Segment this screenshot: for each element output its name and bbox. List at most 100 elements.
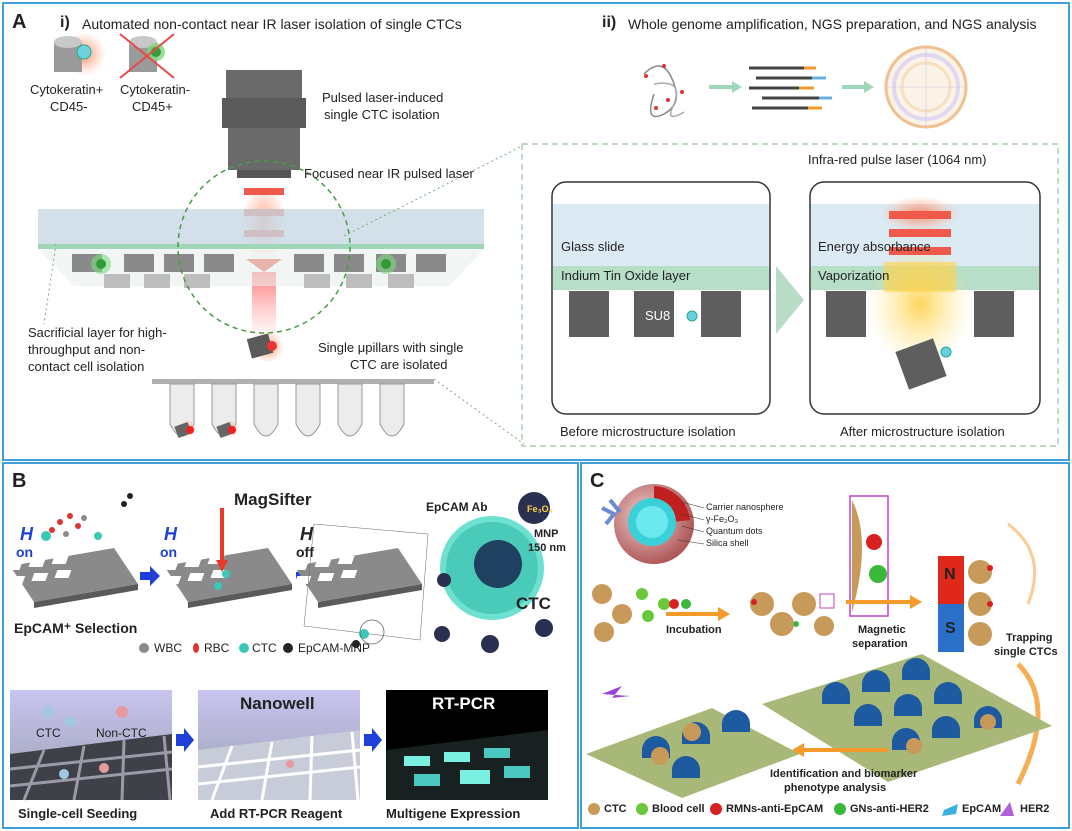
legend-wbc-dot: [139, 643, 149, 653]
magsifter-title: MagSifter: [234, 490, 312, 509]
pulsed-laser-label-2: single CTC isolation: [324, 107, 440, 122]
legend-mnp-dot: [283, 643, 293, 653]
magnetic-label-1: Magnetic: [858, 624, 906, 636]
chevron-right-icon: [776, 266, 804, 334]
tube-rack: [152, 379, 434, 439]
gfe-label: γ-Fe₂O₃: [706, 514, 739, 524]
qd-label: Quantum dots: [706, 526, 763, 536]
ck-negative-label-1: Cytokeratin-: [120, 82, 191, 97]
circos-plot-icon: [884, 45, 968, 129]
analysis-chip: [586, 686, 800, 798]
legend-rbc: RBC: [204, 641, 230, 655]
arrow-left-icon: [792, 743, 804, 757]
magnet-n-label: N: [944, 566, 956, 583]
epcam-ab-label: EpCAM Ab: [426, 500, 488, 514]
h-field-symbol-2: H: [164, 524, 177, 544]
carrier-label: Carrier nanosphere: [706, 502, 784, 512]
panel-a: A i) Automated non-contact near IR laser…: [2, 2, 1070, 461]
nanowell-title: Nanowell: [240, 694, 315, 713]
ck-positive-label-1: Cytokeratin+: [30, 82, 104, 97]
ident-label-1: Identification and biomarker: [770, 768, 918, 780]
panel-b-letter: B: [12, 470, 27, 492]
cytokeratin-negative-cell-icon: [119, 33, 175, 79]
nanosphere-icon: [601, 484, 705, 564]
legend-gn-label: GNs-anti-HER2: [850, 803, 929, 815]
h-on-label-1: on: [16, 544, 34, 560]
focus-region-circle: [177, 160, 351, 334]
ctc-big-label: CTC: [516, 594, 551, 613]
h-on-label-2: on: [160, 544, 178, 560]
su8-label: SU8: [645, 308, 671, 323]
panel-a-graphics: [38, 32, 1059, 447]
legend-blood-icon: [636, 803, 648, 815]
magnet-s-label: S: [945, 620, 956, 637]
legend-ctc-icon: [588, 803, 600, 815]
arrow-right-icon: [718, 607, 730, 621]
panel-c-letter: C: [590, 470, 605, 492]
sacrificial-label-1: Sacrificial layer for high-: [28, 325, 167, 340]
h-off-label: off: [296, 544, 314, 560]
sequencing-reads-icon: [749, 66, 832, 110]
legend-rmn-label: RMNs-anti-EpCAM: [726, 803, 824, 815]
h-field-symbol-1: H: [20, 524, 33, 544]
fe3o4-label: Fe₃O₄: [527, 504, 553, 514]
rtpcr-title: RT-PCR: [432, 694, 496, 713]
seeding-caption: Single-cell Seeding: [18, 806, 138, 821]
panel-c: C Carrier nanosphere γ-Fe₂O₃ Quantum dot…: [580, 462, 1070, 829]
trapping-chip: [762, 654, 1052, 782]
step-i-title: Automated non-contact near IR laser isol…: [82, 16, 462, 32]
magsifter-grid-1: [5, 548, 138, 608]
legend-blood-label: Blood cell: [652, 803, 705, 815]
h-field-symbol-3: H: [300, 524, 313, 544]
magsifter-grid-3: [291, 548, 422, 608]
rtpcr-panel: [386, 690, 548, 800]
panel-c-graphics: [586, 484, 1052, 816]
after-caption: After microstructure isolation: [840, 424, 1005, 439]
legend-epcam-icon: [942, 804, 958, 816]
mnp-label-2: 150 nm: [528, 542, 566, 554]
step-ii-label: ii): [602, 14, 617, 31]
panel-b: B H on H on H off MagSifter EpCAM Ab Fe₃…: [2, 462, 579, 829]
non-ctc-label: Non-CTC: [96, 726, 147, 740]
legend-mnp: EpCAM-MNP: [298, 641, 371, 655]
before-isolation-schematic: [551, 181, 771, 415]
legend-her2-label: HER2: [1020, 803, 1050, 815]
cell-mixture: [592, 584, 670, 642]
ck-positive-label-2: CD45-: [50, 99, 88, 114]
isolated-pillar-icon: [246, 331, 284, 363]
legend-ctc: CTC: [252, 641, 277, 655]
vaporization-label: Vaporization: [818, 268, 890, 283]
ctc-small-label: CTC: [36, 726, 61, 740]
legend-rbc-dot: [193, 643, 199, 653]
mnp-label-1: MNP: [534, 528, 559, 540]
lightning-icon: [602, 686, 630, 698]
dna-fragments-icon: [643, 64, 685, 118]
multigene-caption: Multigene Expression: [386, 806, 521, 821]
nanowell-panel: [197, 690, 361, 801]
glass-slide-label: Glass slide: [561, 239, 625, 254]
magnet-icon: [938, 556, 993, 652]
magsifter-grid-2: [161, 508, 292, 608]
legend-gn-icon: [834, 803, 846, 815]
energy-label: Energy absorbance: [818, 239, 931, 254]
sacrificial-label-2: throughput and non-: [28, 342, 146, 357]
single-pillar-label-2: CTC are isolated: [350, 357, 448, 372]
arrow-right-icon: [140, 566, 160, 586]
trapping-label-2: single CTCs: [994, 646, 1058, 658]
ck-negative-label-2: CD45+: [132, 99, 173, 114]
step-ii-title: Whole genome amplification, NGS preparat…: [628, 16, 1037, 32]
blood-cells-cluster: [41, 493, 133, 541]
legend-wbc: WBC: [154, 641, 182, 655]
single-pillar-label-1: Single μpillars with single: [318, 340, 464, 355]
ident-label-2: phenotype analysis: [784, 782, 887, 794]
laser-objective-icon: [222, 70, 306, 178]
reagent-caption: Add RT-PCR Reagent: [210, 806, 343, 821]
ito-layer-label: Indium Tin Oxide layer: [561, 268, 691, 283]
incubation-label: Incubation: [666, 624, 722, 636]
ir-laser-label: Infra-red pulse laser (1064 nm): [808, 152, 987, 167]
ctc-illustration: [303, 492, 553, 653]
legend-rmn-icon: [710, 803, 722, 815]
legend-epcam-label: EpCAM: [962, 803, 1002, 815]
magnetic-label-2: separation: [852, 638, 908, 650]
glass-slide-3d: [38, 209, 484, 288]
